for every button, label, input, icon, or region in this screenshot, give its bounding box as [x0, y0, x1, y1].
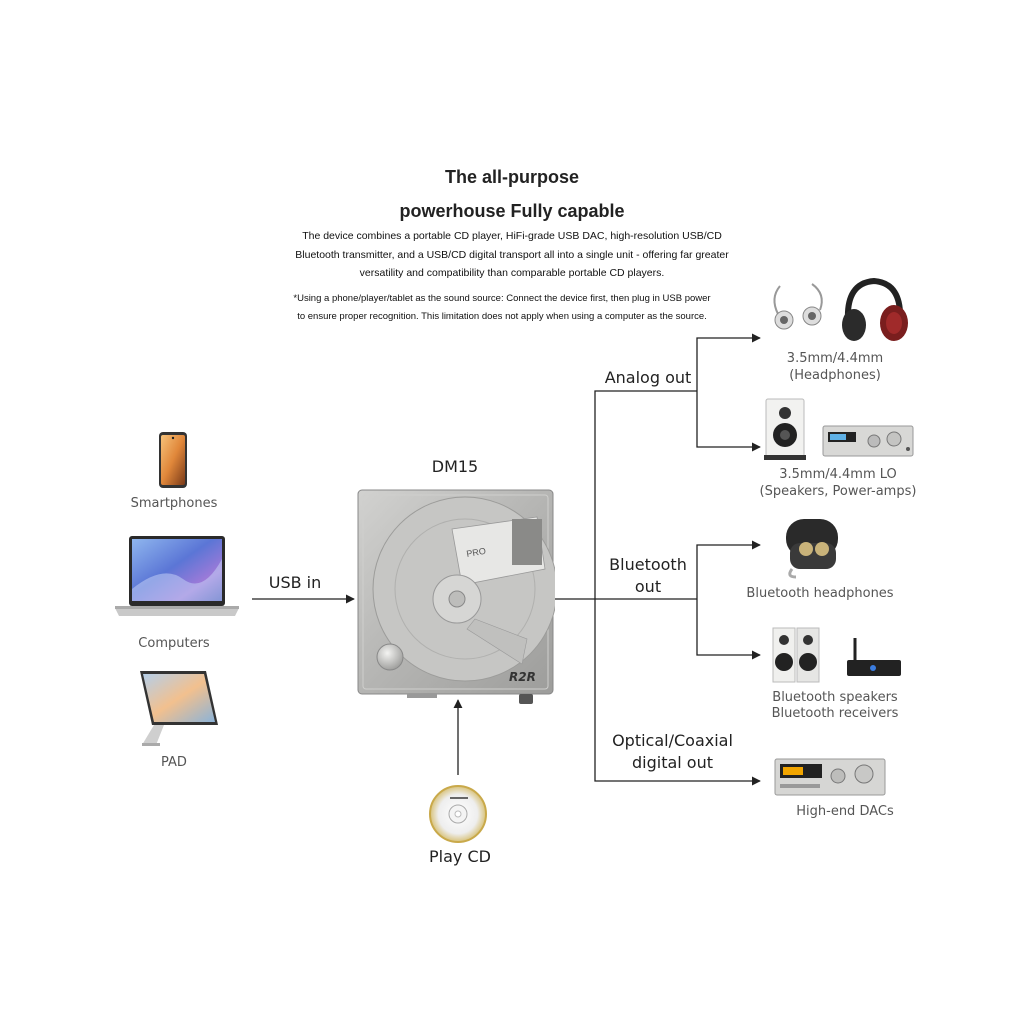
optical-out-label-line1: Optical/Coaxial	[612, 731, 733, 750]
bluetooth-out-label-line2: out	[634, 577, 662, 596]
bluetooth-out-label-line1: Bluetooth	[609, 555, 687, 574]
svg-text:PRO: PRO	[466, 546, 487, 559]
lo-label-line2: (Speakers, Power-amps)	[759, 484, 917, 499]
headphones-label-line2: (Headphones)	[789, 368, 881, 383]
computers-label: Computers	[138, 636, 210, 651]
bt-speakers-label-line1: Bluetooth speakers	[772, 690, 898, 705]
lo-label-line1: 3.5mm/4.4mm LO	[779, 467, 897, 482]
analog-out-label: Analog out	[604, 368, 692, 387]
usage-note: *Using a phone/player/tablet as the soun…	[293, 293, 711, 322]
device-name: DM15	[431, 457, 479, 476]
speaker-icon	[764, 398, 806, 460]
tablet-icon	[140, 671, 218, 746]
bt-headphones-label: Bluetooth headphones	[746, 586, 894, 601]
analog-lo-arrow	[696, 391, 761, 452]
description-text: The device combines a portable CD player…	[295, 230, 729, 279]
bt-speakers-label-line2: Bluetooth receivers	[771, 706, 899, 721]
play-cd-label: Play CD	[429, 847, 491, 866]
device-logo: R2R	[509, 670, 536, 684]
smartphone-icon	[159, 432, 187, 488]
tws-earbuds-icon	[786, 519, 838, 579]
smartphones-label: Smartphones	[130, 496, 218, 511]
usb-in-label: USB in	[268, 573, 322, 592]
bt-speaker-icon	[772, 627, 820, 683]
analog-trunk	[594, 390, 697, 599]
bt-receiver-icon	[847, 638, 901, 676]
laptop-icon	[115, 536, 239, 616]
iem-earphones-icon	[773, 283, 823, 330]
headphones-label-line1: 3.5mm/4.4mm	[786, 351, 884, 366]
headphones-icon	[842, 277, 908, 341]
cd-disc-icon	[429, 785, 487, 843]
optical-out-label-line2: digital out	[631, 753, 713, 772]
analog-headphones-arrow	[696, 333, 761, 391]
dacs-label: High-end DACs	[796, 804, 894, 819]
dm15-device-image: PRO R2R	[357, 489, 555, 704]
page-title-line1: The all-purpose	[444, 167, 579, 187]
bt-headphones-arrow	[696, 540, 761, 599]
bt-speakers-arrow	[696, 599, 761, 660]
pad-label: PAD	[161, 755, 187, 770]
power-amp-icon	[822, 425, 914, 457]
optical-branch	[594, 599, 761, 786]
page-title-line2: powerhouse Fully capable	[399, 201, 625, 221]
dac-icon	[774, 758, 886, 796]
